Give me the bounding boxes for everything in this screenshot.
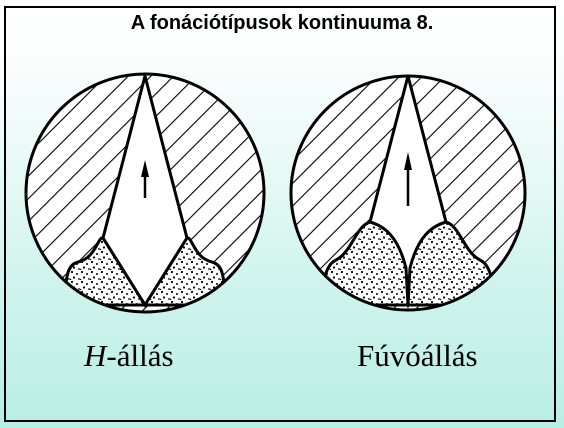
h-position-caption: H-állás: [84, 338, 174, 374]
whisper-position-glottis: [285, 70, 535, 320]
h-position-glottis: [20, 70, 280, 320]
whisper-position-caption: Fúvóállás: [357, 338, 478, 374]
